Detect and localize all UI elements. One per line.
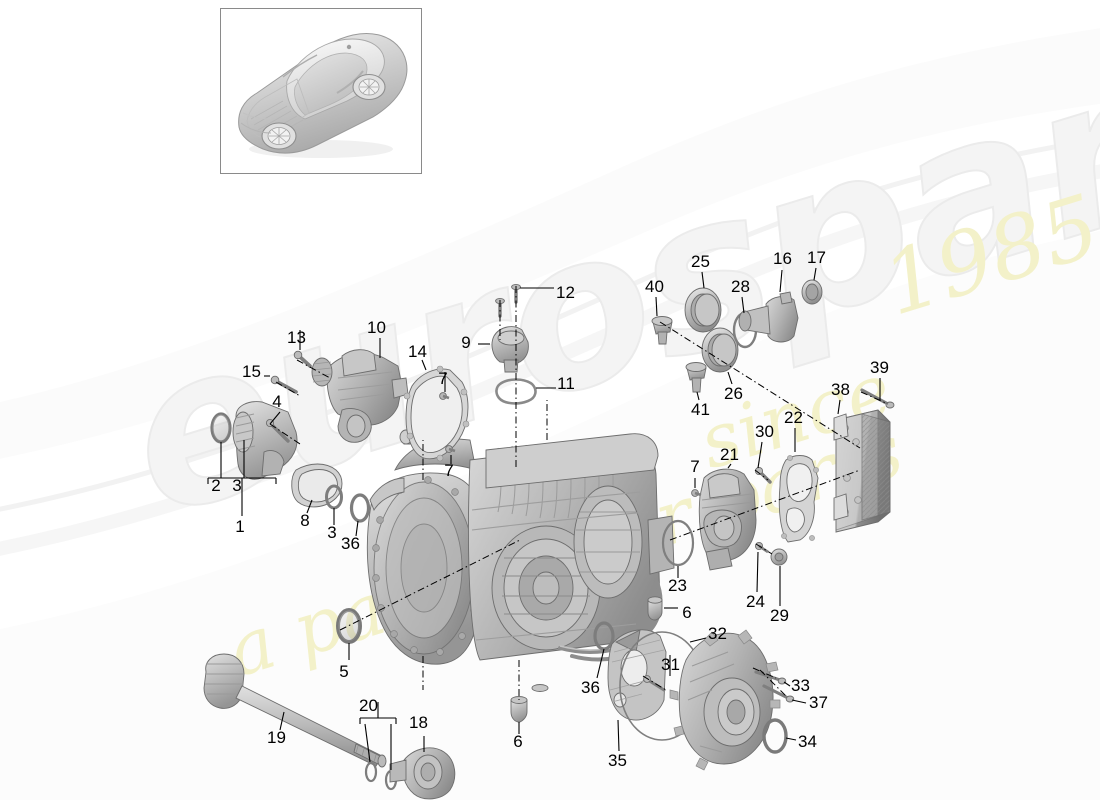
part-output-flange-16 [738, 291, 799, 343]
callout-label-30: 30 [755, 422, 774, 441]
callout-label-11: 11 [557, 374, 575, 393]
callout-label-20: 20 [359, 696, 378, 715]
callout-label-34: 34 [798, 732, 817, 751]
callout-label-25: 25 [691, 252, 710, 271]
callout-label-36a: 36 [341, 534, 360, 553]
part-gasket-14 [403, 365, 470, 462]
callout-label-3a: 3 [232, 476, 242, 495]
part-oil-cooler-38 [833, 409, 891, 533]
part-filler-neck-assembly [210, 401, 298, 480]
transmission-housing-assembly [366, 429, 675, 665]
callout-label-9: 9 [461, 333, 471, 352]
callout-label-32: 32 [708, 624, 727, 643]
callout-label-39: 39 [870, 358, 889, 377]
part-sensor-9 [491, 326, 529, 373]
part-bolt-30 [754, 466, 772, 484]
callout-label-35: 35 [608, 751, 627, 770]
callout-label-6b: 6 [513, 732, 523, 751]
callout-label-3b: 3 [327, 523, 337, 542]
callout-label-2: 2 [211, 476, 221, 495]
part-bolt-13 [293, 350, 312, 368]
part-bolt-15 [270, 375, 298, 394]
callout-label-29: 29 [770, 606, 789, 625]
callout-label-38: 38 [831, 380, 850, 399]
callout-label-12: 12 [556, 283, 575, 302]
part-bearing-25 [684, 287, 722, 333]
part-breather-40 [651, 316, 673, 345]
part-bolt-7a [439, 392, 450, 400]
callout-label-41: 41 [691, 400, 710, 419]
callout-label-8: 8 [300, 511, 310, 530]
callout-label-7c: 7 [690, 457, 700, 476]
callout-label-23: 23 [668, 576, 687, 595]
callout-label-36b: 36 [581, 678, 600, 697]
callout-label-24: 24 [746, 592, 765, 611]
callout-label-18: 18 [409, 713, 428, 732]
assembly-axis-lines [269, 286, 889, 700]
callout-label-37: 37 [809, 693, 828, 712]
callout-leader-lines [207, 267, 881, 770]
vehicle-thumbnail [220, 8, 422, 174]
part-seal-ring-5 [336, 608, 362, 644]
part-adapter-housing-21 [698, 468, 757, 571]
part-breather-41 [685, 362, 707, 393]
part-bolt-33 [754, 670, 787, 685]
callout-label-13: 13 [287, 328, 306, 347]
part-bolt-39 [860, 388, 895, 409]
callout-label-21: 21 [720, 445, 739, 464]
callout-label-19: 19 [267, 728, 286, 747]
callout-label-14: 14 [408, 342, 427, 361]
callout-label-15: 15 [242, 362, 261, 381]
callout-label-16: 16 [773, 249, 792, 268]
callout-label-4: 4 [272, 392, 282, 411]
callout-label-7a: 7 [438, 369, 448, 388]
part-bolt-12 [495, 283, 521, 318]
part-gasket-22 [778, 455, 819, 543]
part-oring-11 [495, 378, 537, 405]
callout-label-26: 26 [724, 384, 743, 403]
part-flange-18 [389, 747, 456, 800]
callout-label-5: 5 [339, 662, 349, 681]
part-drive-shaft-19 [203, 653, 387, 768]
callout-label-6a: 6 [682, 603, 692, 622]
callout-label-7b: 7 [444, 461, 454, 480]
part-plug-6b [510, 684, 549, 723]
callout-label-28: 28 [731, 277, 750, 296]
part-seal-ring-34 [762, 718, 788, 754]
callout-label-1: 1 [235, 517, 245, 536]
callout-label-17: 17 [807, 248, 826, 267]
part-seal-17 [801, 279, 823, 305]
part-bearing-26 [701, 327, 739, 373]
callout-label-10: 10 [367, 318, 386, 337]
callout-label-40: 40 [645, 277, 664, 296]
part-bracket-35 [607, 629, 667, 721]
part-cover-housing-35b [669, 629, 781, 771]
part-plug-6a [647, 596, 663, 621]
part-bolt-7b [445, 445, 456, 453]
part-bolt-7c [691, 489, 702, 497]
callout-label-31: 31 [661, 655, 680, 674]
part-pump-housing-10 [311, 349, 409, 443]
callout-label-22: 22 [784, 408, 803, 427]
part-bush-29 [770, 548, 788, 566]
part-oring-23 [661, 519, 695, 567]
part-seal-ring-36a [349, 493, 371, 523]
callout-label-33: 33 [791, 676, 810, 695]
